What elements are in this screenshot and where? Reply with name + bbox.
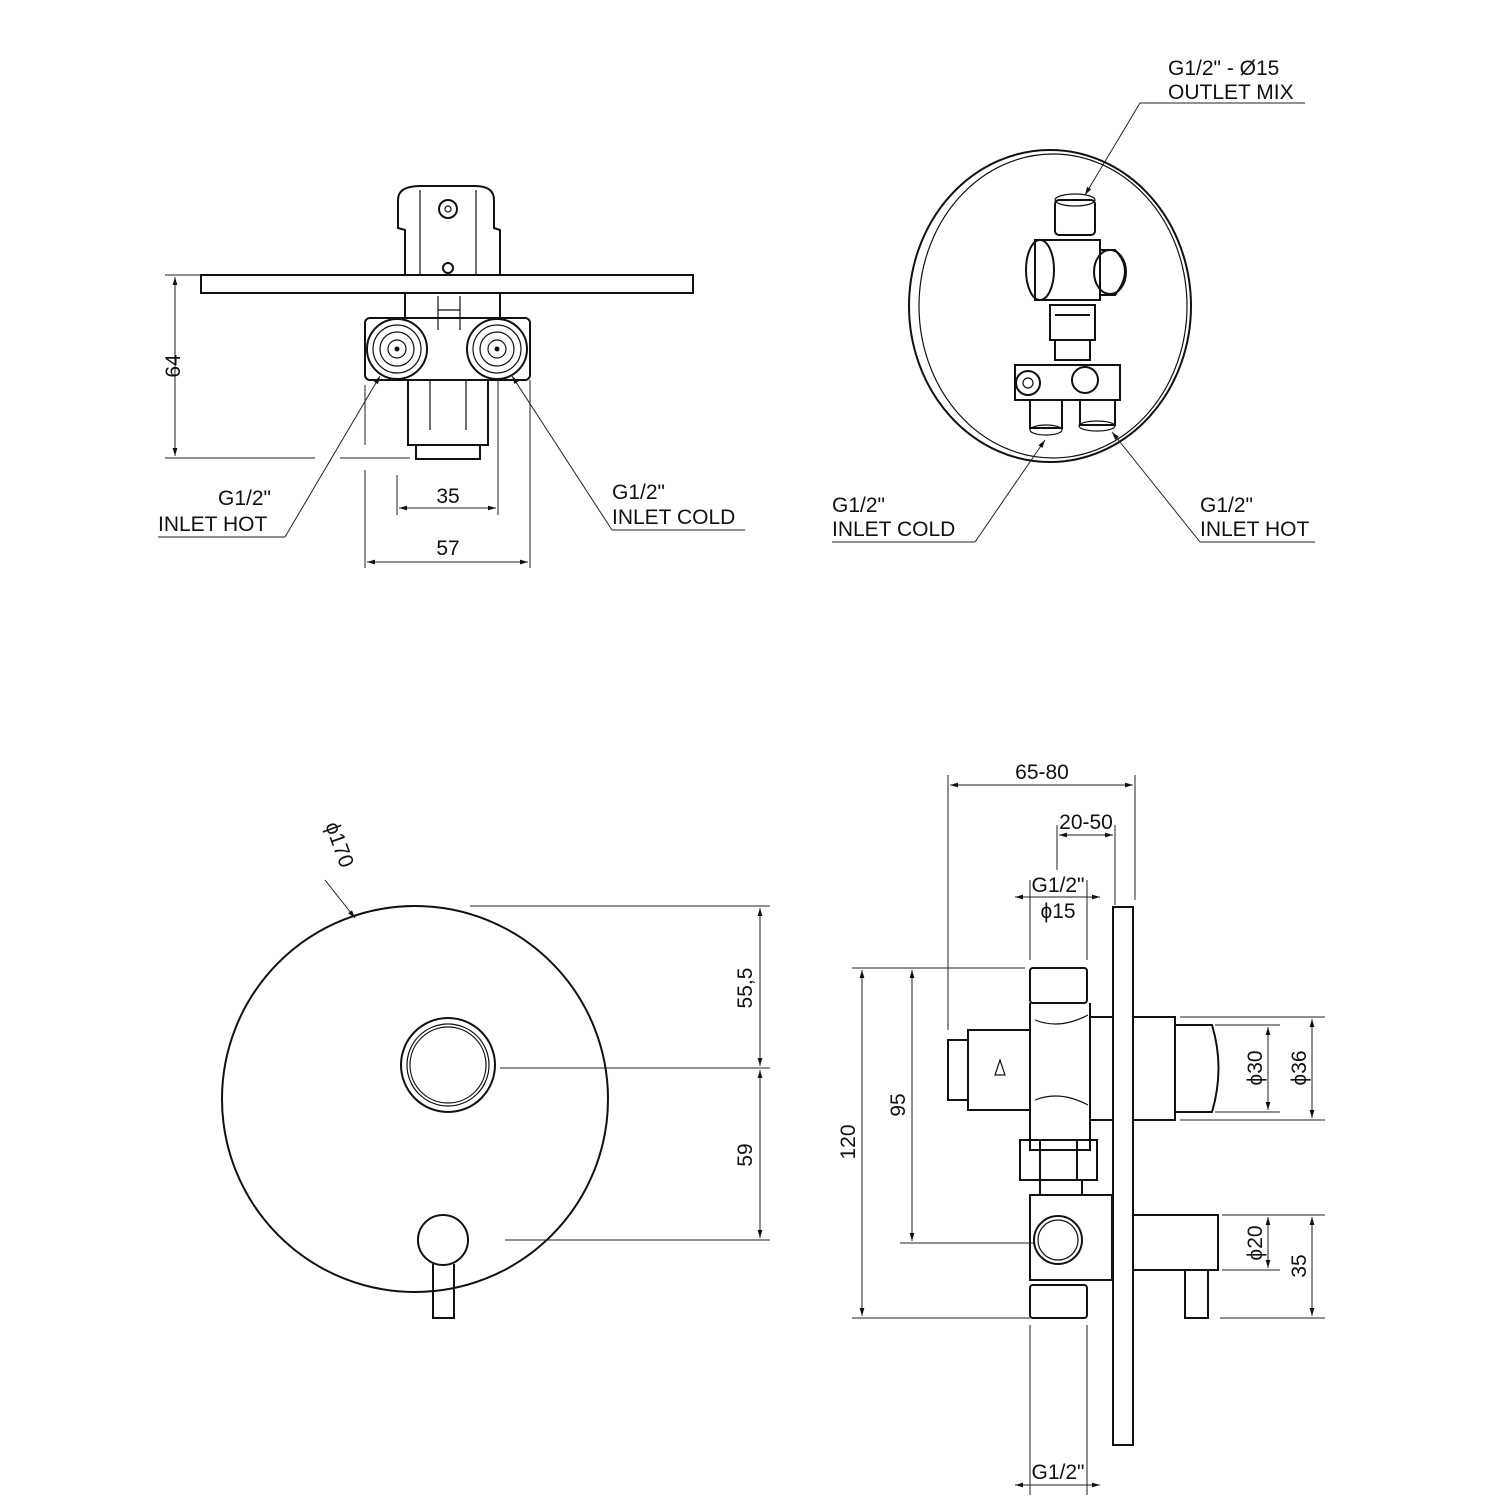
- dim-d36: ϕ36: [1288, 1050, 1311, 1085]
- plate-ellipse: [908, 149, 1192, 463]
- dim-20-50: 20-50: [1059, 811, 1113, 834]
- dim-d20: ϕ20: [1244, 1225, 1267, 1260]
- diverter-lever: [417, 1214, 469, 1266]
- cold-inlet-port: [466, 318, 528, 380]
- inlet-cold-label: INLET COLD: [612, 506, 735, 529]
- dim-top-thread: G1/2": [1032, 874, 1085, 897]
- inlet-hot-thread: G1/2": [218, 487, 271, 510]
- wall-plate: [200, 274, 694, 294]
- cover-plate: [221, 905, 609, 1293]
- dim-120: 120: [837, 1124, 860, 1159]
- dim-57: 57: [436, 537, 459, 560]
- hot-inlet-port: [366, 318, 428, 380]
- dim-d30: ϕ30: [1244, 1050, 1267, 1085]
- outlet-label: OUTLET MIX: [1168, 81, 1294, 104]
- p-inlet-cold-thread: G1/2": [832, 494, 885, 517]
- valve-body: [364, 317, 531, 381]
- p-inlet-cold-label: INLET COLD: [832, 518, 955, 541]
- dim-55-5: 55,5: [734, 968, 757, 1009]
- dim-65-80: 65-80: [1015, 761, 1069, 784]
- dim-top-diameter: ϕ15: [1040, 900, 1075, 923]
- dim-64: 64: [162, 354, 185, 378]
- dim-95: 95: [887, 1093, 910, 1116]
- side-plate: [1112, 906, 1134, 1446]
- inlet-cold-thread: G1/2": [612, 481, 665, 504]
- p-inlet-hot-thread: G1/2": [1200, 494, 1253, 517]
- top-view: 64 35 57 G1/2" INLET HOT G1/2" INLET COL…: [158, 185, 745, 568]
- dim-59: 59: [734, 1143, 757, 1166]
- perspective-view: G1/2" - Ø15 OUTLET MIX G1/2" INLET COLD …: [832, 57, 1315, 543]
- dim-35-side: 35: [1288, 1254, 1311, 1277]
- front-view: ϕ170 55,5 59: [221, 819, 770, 1319]
- dim-bottom-thread: G1/2": [1032, 1461, 1085, 1484]
- inlet-hot-label: INLET HOT: [158, 513, 267, 536]
- outlet-thread: G1/2" - Ø15: [1168, 57, 1279, 80]
- side-view: 65-80 20-50 G1/2" ϕ15 120 95 ϕ30 ϕ36 ϕ20…: [837, 761, 1325, 1495]
- top-cap: [397, 185, 501, 275]
- dim-35: 35: [436, 485, 459, 508]
- temperature-knob: [400, 1017, 496, 1113]
- dim-170: ϕ170: [320, 819, 358, 871]
- p-inlet-hot-label: INLET HOT: [1200, 518, 1309, 541]
